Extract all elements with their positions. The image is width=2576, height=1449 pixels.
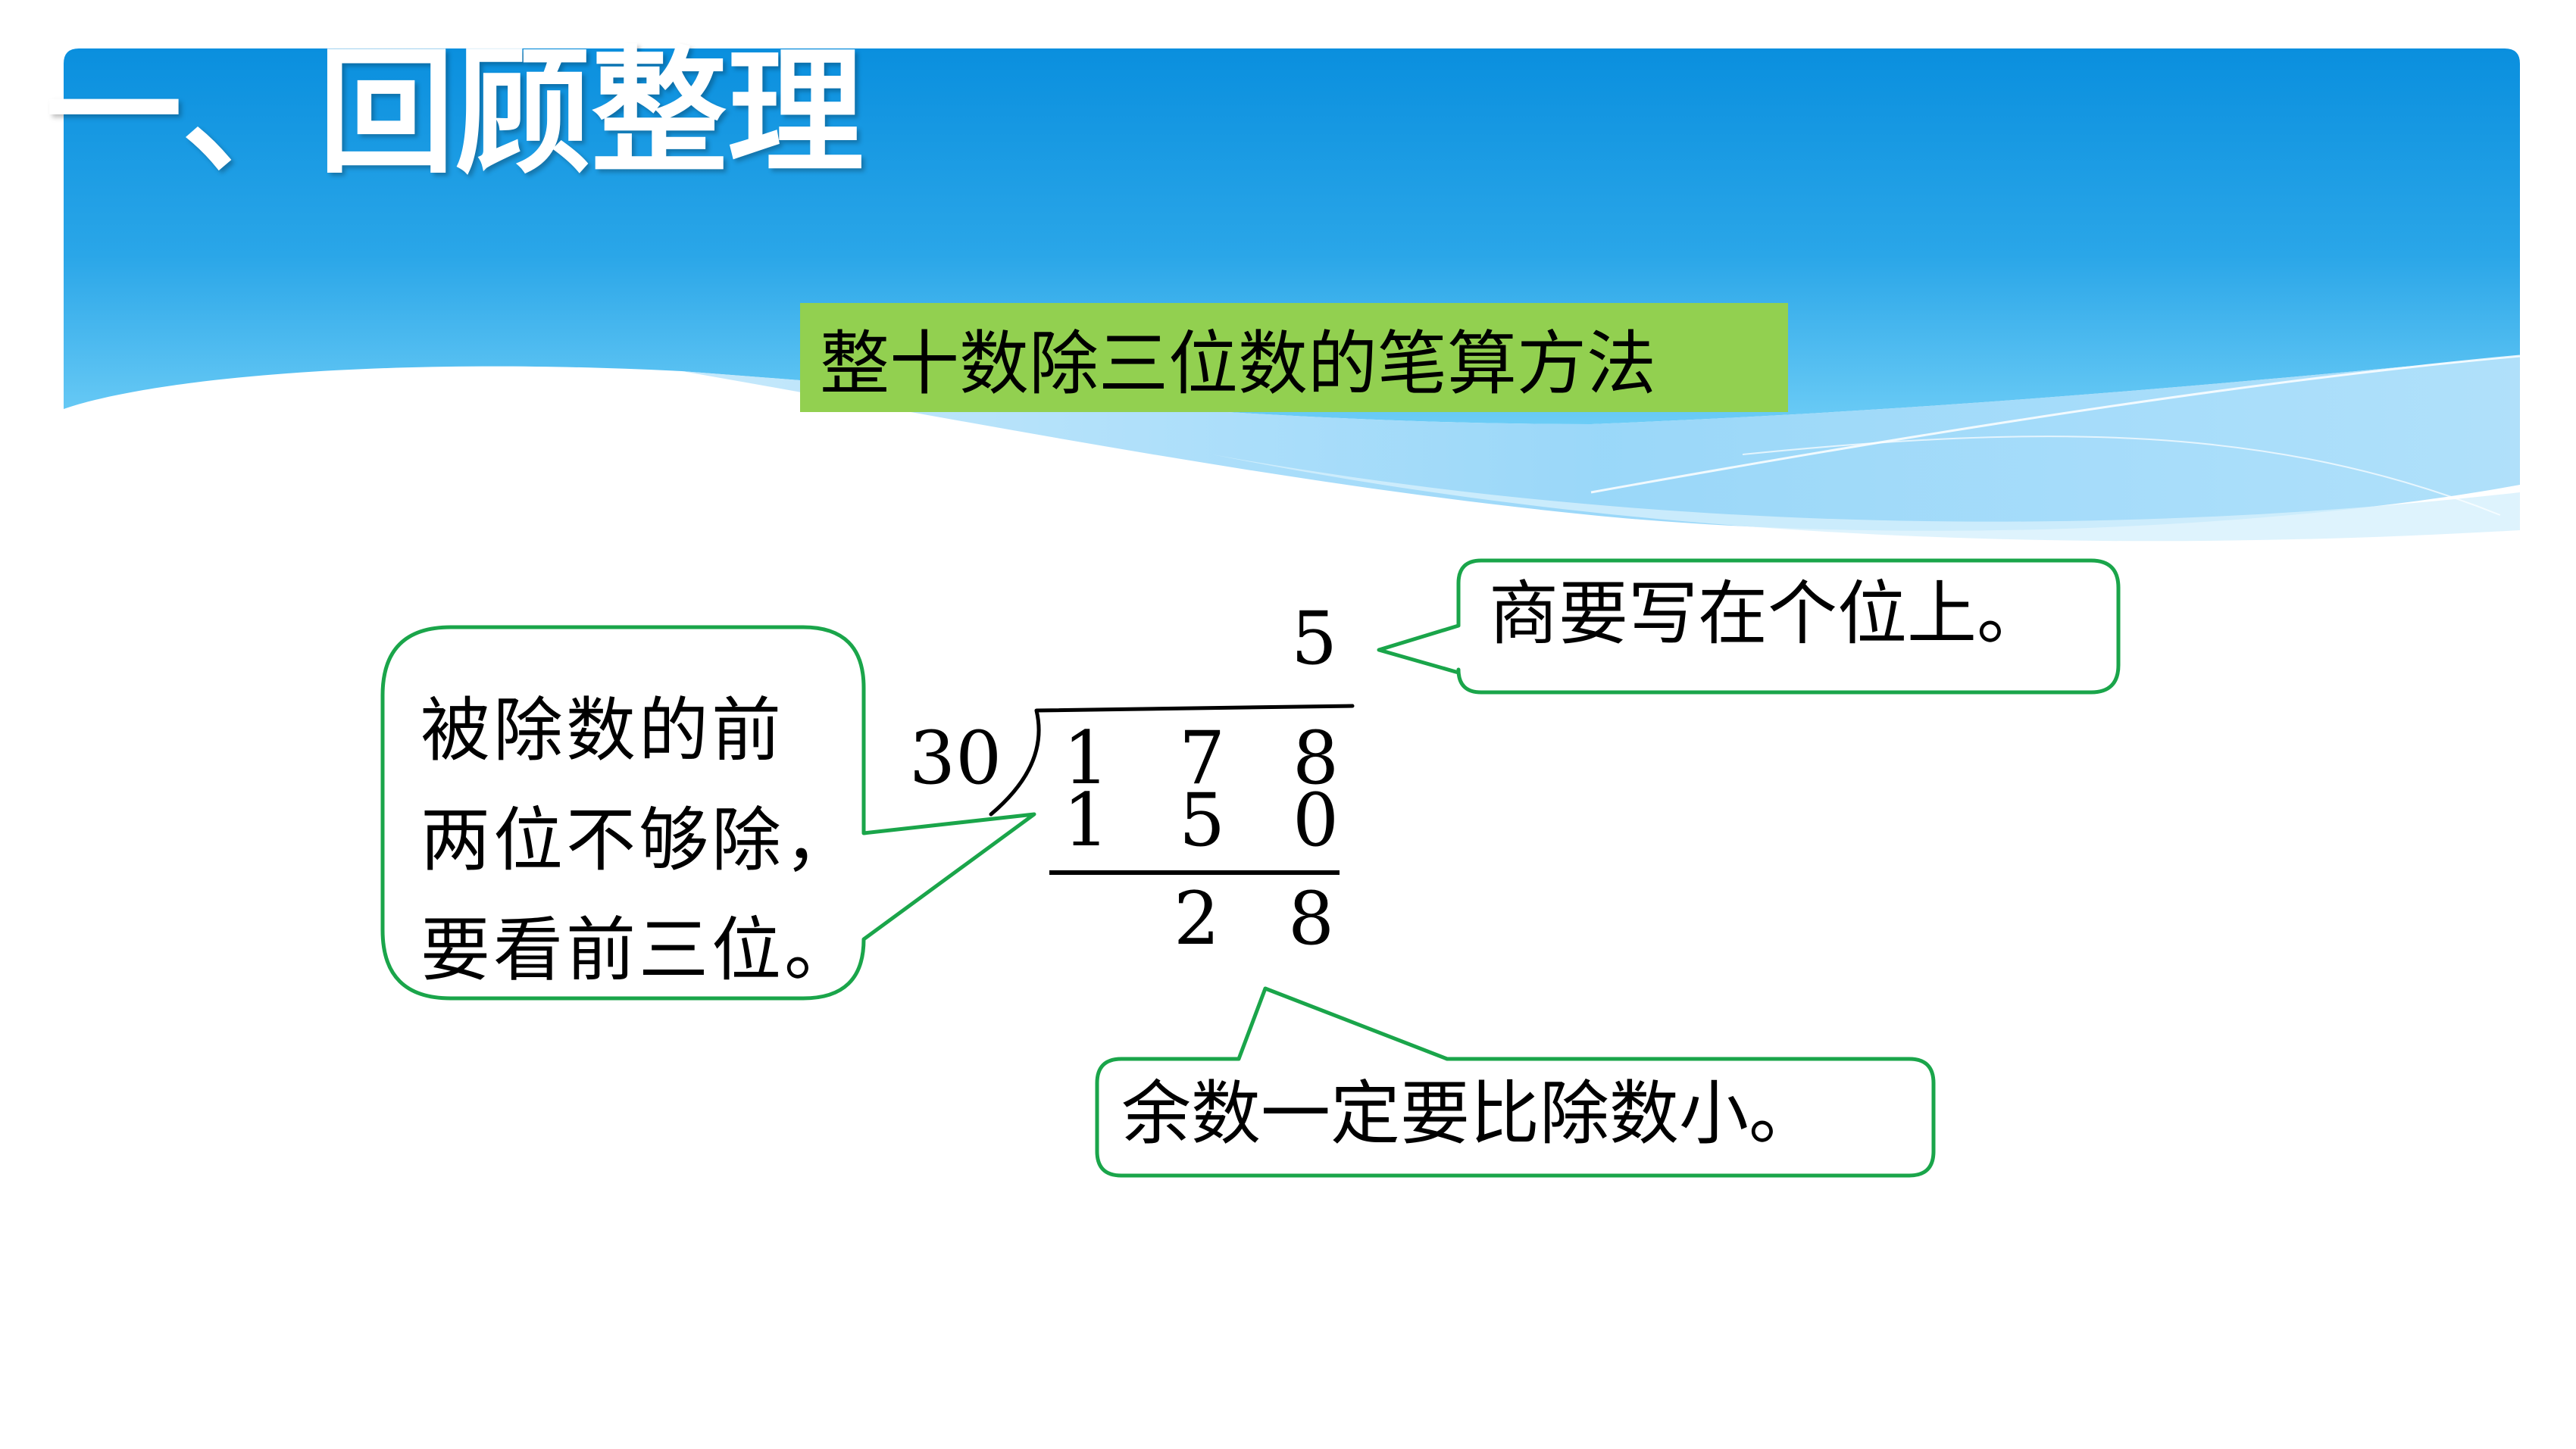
dividend-note: 被除数的前 两位不够除， 要看前三位。 — [420, 676, 857, 1005]
dividend-note-line: 要看前三位。 — [420, 910, 858, 991]
division-bracket — [989, 704, 1355, 817]
divisor: 30 — [909, 716, 1002, 801]
dividend-digit: 7 — [1179, 716, 1226, 801]
remainder-callout-bubble — [1095, 986, 1936, 1178]
product-digit: 1 — [1063, 778, 1110, 863]
banner-wave — [682, 356, 2520, 531]
remainder-digit: 2 — [1174, 876, 1221, 961]
section-title: 一、回顾整理 — [45, 34, 864, 192]
banner-shape — [64, 48, 2520, 424]
dividend-digit: 8 — [1293, 716, 1340, 801]
banner-streak — [1742, 436, 2501, 516]
quotient-digit: 5 — [1291, 596, 1338, 681]
subtitle-box: 整十数除三位数的笔算方法 — [800, 303, 1788, 412]
dividend-digit: 1 — [1063, 716, 1110, 801]
remainder-digit: 8 — [1288, 876, 1335, 961]
dividend-note-line: 被除数的前 — [420, 690, 785, 771]
remainder-note: 余数一定要比除数小。 — [1121, 1073, 1819, 1154]
dividend-callout-bubble — [380, 625, 1036, 1001]
product-digit: 0 — [1293, 778, 1340, 863]
banner-streak — [1590, 354, 2521, 494]
quotient-callout-bubble — [1377, 558, 2121, 695]
banner-wave-light — [1212, 454, 2520, 542]
dividend-note-line: 两位不够除， — [420, 800, 858, 881]
subtitle-text: 整十数除三位数的笔算方法 — [820, 323, 1657, 404]
quotient-note: 商要写在个位上。 — [1489, 573, 2047, 654]
product-digit: 5 — [1179, 778, 1226, 863]
